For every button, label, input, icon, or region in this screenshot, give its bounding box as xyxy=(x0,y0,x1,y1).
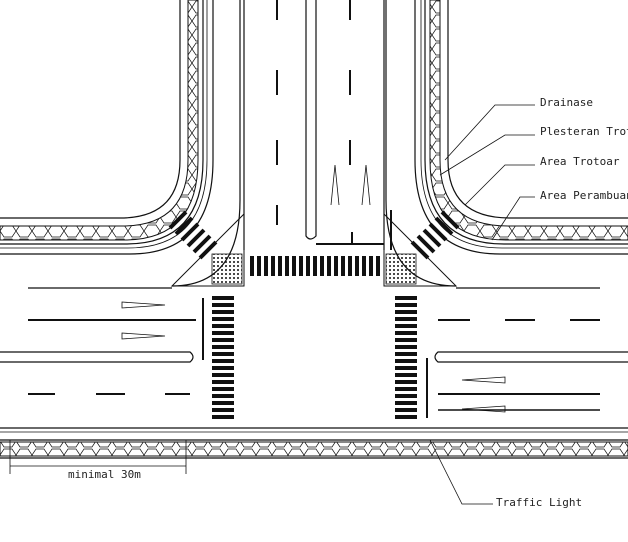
tactile-paving-left xyxy=(211,253,243,285)
dimension-label: minimal 30m xyxy=(68,468,141,481)
sidewalk-bottom xyxy=(0,427,628,459)
tactile-paving-right xyxy=(385,253,417,285)
leader-lines xyxy=(429,104,535,505)
label-area-trotoar: Area Trotoar xyxy=(540,155,620,168)
label-drainase: Drainase xyxy=(540,96,593,109)
sidewalk-top-right xyxy=(383,0,628,287)
sidewalk-top-left xyxy=(0,0,245,287)
east-west-road xyxy=(0,287,628,418)
zebra-crossing-east xyxy=(395,296,417,419)
zebra-crossing-north xyxy=(250,256,380,276)
label-traffic-light: Traffic Light xyxy=(496,496,582,509)
label-plesteran-trotoar: Plesteran Trotoar xyxy=(540,125,628,138)
zebra-crossing-west xyxy=(212,296,234,419)
zebra-crossing-diagonal xyxy=(168,210,460,260)
north-road xyxy=(243,0,392,250)
dimension-line xyxy=(9,440,187,474)
label-area-perambuan: Area Perambuan xyxy=(540,189,628,202)
